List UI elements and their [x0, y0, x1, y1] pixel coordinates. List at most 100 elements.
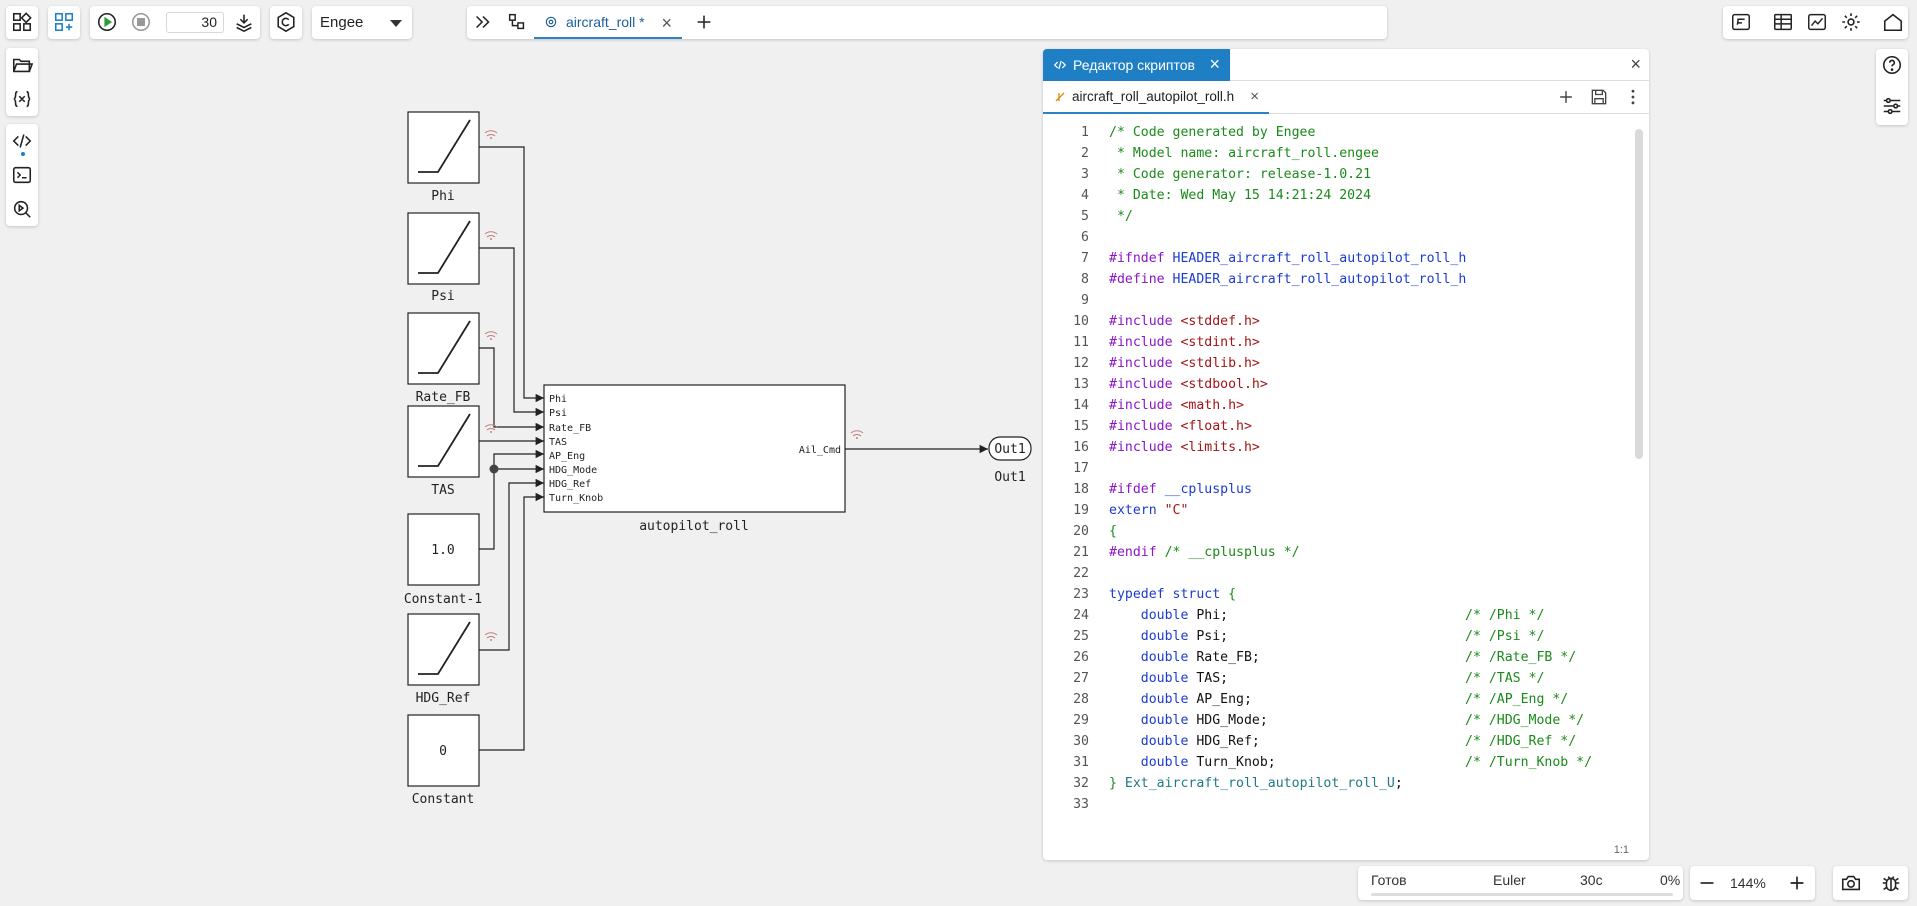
line-number: 14: [1073, 398, 1089, 413]
stop-simulation-icon[interactable]: [126, 7, 156, 37]
code-line: */: [1109, 209, 1133, 224]
code-token: extern: [1109, 503, 1157, 518]
solver-dropdown[interactable]: Engee: [312, 6, 412, 39]
code-token: {: [1220, 587, 1237, 602]
code-token: TAS;: [1188, 671, 1229, 686]
code-comment: /* /Turn_Knob */: [1465, 755, 1593, 770]
editor-scrollbar[interactable]: [1635, 129, 1643, 459]
constant-1-value: 1.0: [431, 543, 454, 558]
line-number: 1: [1081, 125, 1089, 140]
line-number: 5: [1081, 209, 1089, 224]
line-number: 11: [1073, 335, 1089, 350]
code-token: double: [1109, 713, 1189, 728]
line-number: 4: [1081, 188, 1089, 203]
plots-icon[interactable]: [1802, 7, 1832, 37]
block-out1[interactable]: Out1 Out1: [988, 436, 1032, 485]
code-token: double: [1109, 755, 1189, 770]
code-area[interactable]: 1 2 3 4 5 6 7 8 9 10 11 12 13 14 15 16 1…: [1043, 122, 1633, 842]
line-number: 28: [1073, 692, 1089, 707]
block-label-autopilot-roll: autopilot_roll: [639, 519, 749, 534]
sim-settings-icon[interactable]: [229, 7, 259, 37]
code-token: <stdlib.h>: [1172, 356, 1260, 371]
block-constant-1[interactable]: 1.0 Constant-1: [404, 513, 482, 607]
code-line: double Psi;: [1109, 626, 1228, 647]
code-line: double HDG_Mode;: [1109, 710, 1268, 731]
terminal-icon[interactable]: [7, 160, 37, 190]
block-label-constant: Constant: [412, 792, 475, 807]
solver-dropdown-value: Engee: [320, 14, 364, 31]
code-line: {: [1109, 524, 1117, 539]
tab-file[interactable]: aircraft_roll_autopilot_roll.h ×: [1043, 81, 1269, 114]
screenshot-camera-icon[interactable]: [1836, 868, 1866, 898]
block-rate-fb[interactable]: Rate_FB: [407, 312, 498, 405]
block-constant[interactable]: 0 Constant: [407, 714, 480, 807]
code-token: #define: [1109, 272, 1165, 287]
code-token: /* __cplusplus */: [1156, 545, 1300, 560]
code-token: HEADER_aircraft_roll_autopilot_roll_h: [1164, 251, 1467, 266]
block-autopilot-roll[interactable]: Phi Psi Rate_FB TAS AP_Eng HDG_Mode HDG_…: [543, 384, 864, 534]
code-token: #ifndef: [1109, 251, 1165, 266]
zoom-level: 144%: [1730, 875, 1766, 891]
code-line: #include <stddef.h>: [1109, 311, 1260, 332]
line-number: 10: [1073, 314, 1089, 329]
code-line: * Code generator: release-1.0.21: [1109, 167, 1372, 182]
in-port-label: Turn_Knob: [549, 493, 603, 504]
close-editor-tab-icon[interactable]: ×: [1209, 54, 1220, 74]
variables-icon[interactable]: [7, 84, 37, 114]
block-label-phi: Phi: [431, 189, 454, 204]
close-tab-icon[interactable]: ×: [661, 13, 672, 33]
line-number: 20: [1073, 524, 1089, 539]
code-token: "C": [1156, 503, 1189, 518]
block-tas[interactable]: TAS: [407, 405, 498, 498]
code-line: #include <limits.h>: [1109, 437, 1260, 458]
zoom-out-icon[interactable]: [1692, 868, 1722, 898]
status-state: Готов: [1371, 872, 1407, 888]
tab-script-editor[interactable]: Редактор скриптов ×: [1043, 49, 1230, 81]
model-hierarchy-icon[interactable]: [502, 7, 532, 37]
code-token: <math.h>: [1172, 398, 1244, 413]
branch-point: [489, 464, 499, 474]
code-line: #include <stdint.h>: [1109, 332, 1260, 353]
model-tab-bar: aircraft_roll * ×: [467, 6, 1387, 39]
library-icon[interactable]: [7, 7, 37, 37]
signal-lines: [479, 146, 988, 751]
code-token: <float.h>: [1172, 419, 1252, 434]
close-file-icon[interactable]: ×: [1250, 88, 1259, 105]
properties-sliders-icon[interactable]: [1877, 91, 1907, 121]
code-line: /* Code generated by Engee: [1109, 125, 1316, 140]
new-tab-icon[interactable]: [689, 7, 719, 37]
block-psi[interactable]: Psi: [407, 212, 498, 304]
variables-window-icon[interactable]: [1726, 7, 1756, 37]
inspect-icon[interactable]: [7, 194, 37, 224]
block-phi[interactable]: Phi: [407, 111, 498, 204]
more-options-icon[interactable]: [1619, 83, 1647, 111]
simulation-time-input[interactable]: 30: [166, 12, 224, 33]
run-simulation-icon[interactable]: [92, 7, 122, 37]
code-line: double Turn_Knob;: [1109, 752, 1276, 773]
new-file-icon[interactable]: [1552, 83, 1580, 111]
block-hdg-ref[interactable]: HDG_Ref: [407, 613, 498, 706]
settings-gear-icon[interactable]: [1836, 7, 1866, 37]
script-editor-icon[interactable]: [7, 126, 37, 156]
line-number: 30: [1073, 734, 1089, 749]
close-panel-icon[interactable]: ×: [1630, 54, 1641, 74]
tab-aircraft-roll[interactable]: aircraft_roll * ×: [534, 6, 682, 39]
data-table-icon[interactable]: [1768, 7, 1798, 37]
code-line: double AP_Eng;: [1109, 689, 1252, 710]
open-folder-icon[interactable]: [7, 50, 37, 80]
code-generation-icon[interactable]: [271, 7, 301, 37]
home-icon[interactable]: [1878, 7, 1908, 37]
save-file-icon[interactable]: [1585, 83, 1613, 111]
code-token: #include: [1109, 419, 1173, 434]
code-token: #include: [1109, 440, 1173, 455]
expand-panel-icon[interactable]: [468, 7, 498, 37]
code-token: #include: [1109, 377, 1173, 392]
editor-header: Редактор скриптов × ×: [1043, 49, 1649, 81]
help-icon[interactable]: [1877, 50, 1907, 80]
zoom-in-icon[interactable]: [1782, 868, 1812, 898]
progress-bar-track: [1371, 893, 1673, 896]
add-blocks-icon[interactable]: [49, 7, 79, 37]
status-progress: 0%: [1660, 872, 1681, 888]
debug-bug-icon[interactable]: [1876, 868, 1906, 898]
